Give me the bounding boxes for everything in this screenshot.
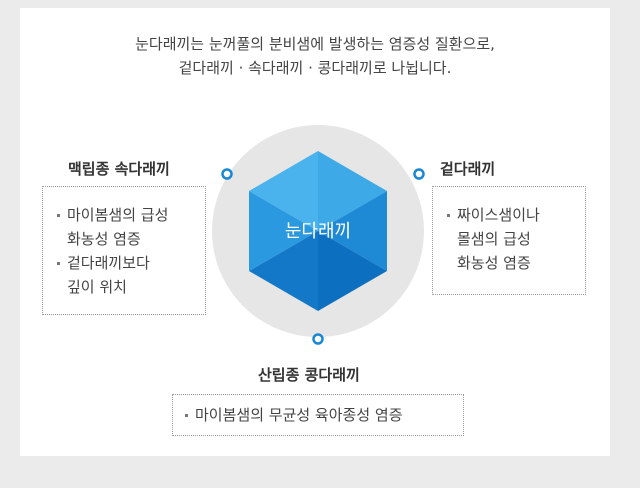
list-item-line: 겉다래끼보다: [67, 254, 150, 272]
internal-stye-box: 마이봄샘의 급성 화농성 염증 겉다래끼보다 깊이 위치: [42, 186, 206, 315]
external-stye-title: 겉다래끼: [440, 160, 496, 178]
intro-text: 눈다래끼는 눈꺼풀의 분비샘에 발생하는 염증성 질환으로, 겉다래끼 · 속다…: [20, 32, 610, 80]
intro-line-2: 겉다래끼 · 속다래끼 · 콩다래끼로 나뉩니다.: [178, 59, 452, 77]
connector-dot-chalazion: [312, 333, 324, 345]
connector-dot-internal: [221, 168, 233, 180]
list-item-line: 화농성 염증: [457, 254, 531, 272]
list-item: 겉다래끼보다 깊이 위치: [57, 251, 205, 299]
hex-facet: [249, 231, 318, 311]
hex-facet: [318, 191, 387, 271]
list-item-line: 몰샘의 급성: [457, 230, 531, 248]
internal-stye-title: 맥립종 속다래끼: [68, 160, 170, 178]
chalazion-title: 산립종 콩다래끼: [258, 366, 360, 384]
stye-types-diagram: 눈다래끼: [212, 125, 425, 345]
list-item: 마이봄샘의 무균성 육아종성 염증: [185, 403, 463, 427]
list-item-line: 화농성 염증: [67, 230, 141, 248]
list-item: 짜이스샘이나 몰샘의 급성 화농성 염증: [447, 203, 585, 275]
hex-facet: [249, 151, 318, 231]
list-item: 마이봄샘의 급성 화농성 염증: [57, 203, 205, 251]
chalazion-box: 마이봄샘의 무균성 육아종성 염증: [172, 394, 464, 436]
connector-dot-external: [413, 168, 425, 180]
list-item-line: 마이봄샘의 급성: [67, 206, 169, 224]
hex-facet: [318, 231, 387, 311]
hex-facet: [318, 151, 387, 231]
center-hexagon: [249, 151, 387, 311]
content-frame: 눈다래끼는 눈꺼풀의 분비샘에 발생하는 염증성 질환으로, 겉다래끼 · 속다…: [20, 8, 610, 456]
list-item-line: 마이봄샘의 무균성 육아종성 염증: [195, 406, 403, 424]
center-label: 눈다래끼: [285, 221, 351, 242]
list-item-line: 깊이 위치: [67, 278, 127, 296]
connector-dots: [221, 168, 425, 345]
list-item-line: 짜이스샘이나: [457, 206, 540, 224]
intro-line-1: 눈다래끼는 눈꺼풀의 분비샘에 발생하는 염증성 질환으로,: [135, 35, 495, 53]
external-stye-box: 짜이스샘이나 몰샘의 급성 화농성 염증: [432, 186, 586, 295]
hex-facet: [249, 191, 318, 271]
